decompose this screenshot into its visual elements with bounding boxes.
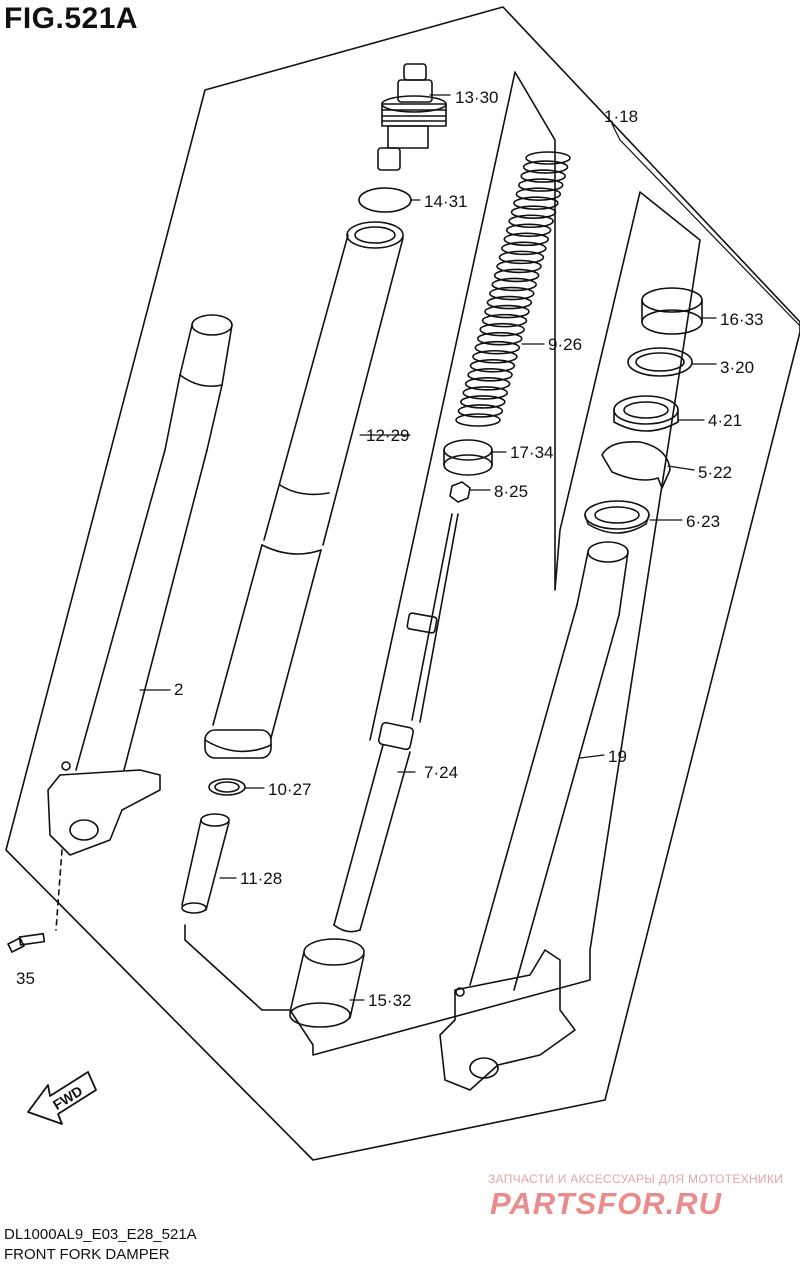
- spring-coil: [467, 368, 513, 382]
- fork-spring-part: [455, 151, 571, 427]
- figure-caption: FRONT FORK DAMPER: [4, 1246, 170, 1263]
- spring-coil: [510, 205, 557, 220]
- spring-coil: [455, 413, 501, 427]
- bolt-leader: [55, 849, 63, 931]
- spring-coil: [486, 295, 533, 310]
- callout-9: 9·26: [548, 335, 582, 354]
- spring-coil: [484, 304, 530, 319]
- spring-coil: [498, 250, 545, 265]
- inner-tube-left-part: [47, 314, 233, 856]
- callout-19: 19: [608, 747, 627, 766]
- washer-part: [627, 347, 693, 377]
- callout-15: 15·32: [368, 991, 411, 1010]
- spring-coil: [481, 313, 528, 328]
- spring-coil: [501, 241, 547, 256]
- figure-title: FIG.521A: [4, 2, 139, 35]
- callout-35: 35: [16, 969, 35, 988]
- model-code: DL1000AL9_E03_E28_521A: [4, 1226, 197, 1243]
- dust-seal-part: [584, 500, 650, 534]
- spring-coil: [462, 386, 509, 400]
- guide-bushing-part: [641, 287, 703, 335]
- nut-part: [449, 481, 471, 503]
- spring-coil: [505, 223, 552, 238]
- callout-17: 17·34: [510, 443, 553, 462]
- callout-5: 5·22: [698, 463, 732, 482]
- spring-coil: [479, 322, 525, 337]
- callout-2: 2: [174, 680, 183, 699]
- watermark-logo: PARTSFOR.RU: [490, 1186, 723, 1221]
- assembly-frame-inner: [184, 71, 701, 1056]
- spring-coil: [491, 277, 538, 292]
- spring-coil: [508, 214, 554, 229]
- bolt-part: [7, 932, 46, 953]
- oil-seal-part: [613, 395, 679, 432]
- spring-coil: [488, 286, 535, 301]
- callout-7: 7·24: [424, 763, 458, 782]
- spring-coil: [472, 349, 518, 364]
- spring-coil: [515, 187, 562, 201]
- callout-3: 3·20: [720, 358, 754, 377]
- o-ring-part: [358, 187, 412, 213]
- callout-10: 10·27: [268, 780, 311, 799]
- callout-16: 16·33: [720, 310, 763, 329]
- spring-coil: [474, 340, 521, 355]
- spring-coil: [517, 178, 564, 192]
- leader-lines: [139, 94, 800, 1001]
- spring-coil: [520, 169, 566, 183]
- spring-coil: [464, 377, 511, 391]
- callout-4: 4·21: [708, 411, 742, 430]
- callout-14: 14·31: [424, 192, 467, 211]
- callout-6: 6·23: [686, 512, 720, 531]
- spring-coil: [460, 395, 506, 409]
- callout-1: 1·18: [604, 107, 638, 126]
- spring-coil: [469, 358, 516, 373]
- inner-tube-right-part: [439, 541, 629, 1091]
- spacer-collar-part: [181, 813, 230, 914]
- assembly-frame-outer: [5, 6, 800, 1161]
- spring-coil: [522, 160, 569, 174]
- bushing-part: [289, 938, 365, 1028]
- callout-13: 13·30: [455, 88, 498, 107]
- callout-8: 8·25: [494, 482, 528, 501]
- damper-rod-part: [333, 513, 459, 933]
- forward-arrow-icon: FWD: [27, 1071, 97, 1125]
- spring-coil: [457, 404, 504, 418]
- fork-cap-part: [377, 63, 447, 171]
- spring-coil: [493, 268, 540, 283]
- oil-lock-ring-part: [208, 778, 246, 796]
- spring-coil: [503, 232, 550, 247]
- callout-11: 11·28: [240, 869, 282, 888]
- spring-coil: [513, 196, 559, 210]
- callout-12: 12·29: [366, 426, 409, 445]
- spring-collar-part: [443, 439, 493, 476]
- spring-coil: [476, 331, 523, 346]
- spring-coil: [496, 259, 542, 274]
- stopper-ring-part: [601, 440, 671, 489]
- outer-tube-part: [204, 221, 404, 759]
- watermark-tagline: ЗАПЧАСТИ И АКСЕССУАРЫ ДЛЯ МОТОТЕХНИКИ: [488, 1172, 784, 1186]
- spring-coil: [525, 151, 571, 165]
